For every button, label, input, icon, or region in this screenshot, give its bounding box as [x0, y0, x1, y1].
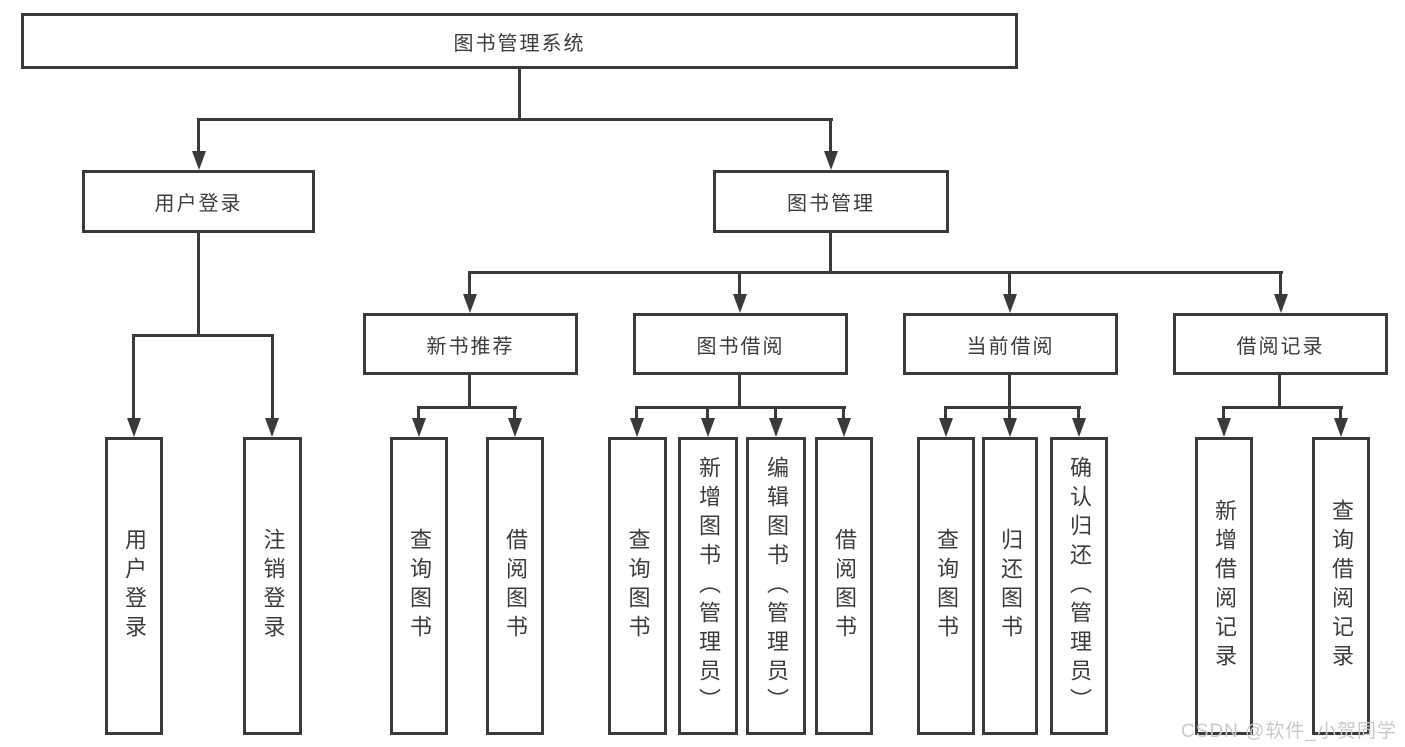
arrow-down-icon	[1003, 418, 1017, 437]
node-library-system: 图书管理系统	[21, 13, 1018, 69]
connector-line-v	[132, 334, 135, 420]
connector-line-v	[1279, 271, 1282, 296]
leaf-label: 确认归还（管理员）	[1067, 455, 1092, 717]
watermark: CSDN @软件_小贺同学	[1181, 721, 1397, 742]
node-book-borrowing: 图书借阅	[633, 313, 848, 375]
leaf-label: 查询图书	[407, 528, 432, 644]
leaf-label: 查询借阅记录	[1329, 499, 1354, 673]
leaf-borrow-borrow-books: 借阅图书	[815, 437, 873, 735]
arrow-down-icon	[769, 418, 783, 437]
arrow-down-icon	[1217, 418, 1231, 437]
node-user-login: 用户登录	[82, 170, 315, 233]
connector-line-h	[197, 118, 833, 121]
arrow-down-icon	[1334, 418, 1348, 437]
connector-line-v	[513, 406, 516, 421]
connector-line-v	[774, 406, 777, 421]
arrow-down-icon	[412, 418, 426, 437]
leaf-logout: 注销登录	[243, 437, 302, 735]
connector-line-v	[271, 334, 274, 420]
arrow-down-icon	[939, 418, 953, 437]
leaf-label: 新增借阅记录	[1212, 499, 1237, 673]
connector-line-v	[1339, 406, 1342, 421]
node-current-borrowing-label: 当前借阅	[966, 335, 1055, 358]
arrow-down-icon	[1072, 418, 1086, 437]
leaf-label: 借阅图书	[503, 528, 528, 644]
arrow-down-icon	[824, 151, 838, 170]
arrow-down-icon	[630, 418, 644, 437]
connector-line-h	[944, 406, 1081, 409]
leaf-current-return-books: 归还图书	[982, 437, 1038, 735]
connector-line-v	[197, 233, 200, 336]
node-library-system-label: 图书管理系统	[453, 32, 586, 55]
connector-line-v	[1008, 406, 1011, 421]
leaf-label: 用户登录	[122, 528, 147, 644]
node-book-management-label: 图书管理	[787, 193, 875, 215]
connector-line-v	[829, 118, 832, 153]
arrow-down-icon	[265, 418, 279, 437]
leaf-label: 借阅图书	[832, 528, 857, 644]
connector-line-v	[738, 375, 741, 408]
arrow-down-icon	[701, 418, 715, 437]
arrow-down-icon	[192, 151, 206, 170]
connector-line-v	[829, 233, 832, 274]
arrow-down-icon	[127, 418, 141, 437]
connector-line-h	[468, 271, 1283, 274]
connector-line-h	[132, 334, 274, 337]
node-borrowing-records-label: 借阅记录	[1236, 335, 1325, 358]
leaf-label: 查询图书	[625, 528, 651, 644]
leaf-records-query-record: 查询借阅记录	[1312, 437, 1370, 735]
node-borrowing-records: 借阅记录	[1173, 313, 1388, 375]
connector-line-v	[842, 406, 845, 421]
leaf-borrow-query-books: 查询图书	[608, 437, 667, 735]
connector-line-v	[635, 406, 638, 421]
leaf-current-confirm-return-admin: 确认归还（管理员）	[1050, 437, 1108, 735]
leaf-label: 编辑图书（管理员）	[764, 455, 789, 717]
leaf-records-add-record: 新增借阅记录	[1195, 437, 1253, 735]
arrow-down-icon	[508, 418, 522, 437]
node-book-borrowing-label: 图书借阅	[696, 335, 785, 358]
connector-line-v	[1222, 406, 1225, 421]
node-current-borrowing: 当前借阅	[903, 313, 1118, 375]
leaf-label: 注销登录	[260, 528, 286, 644]
connector-line-v	[468, 375, 471, 408]
connector-line-h	[417, 406, 517, 409]
connector-line-v	[468, 271, 471, 296]
node-book-management: 图书管理	[713, 170, 949, 233]
connector-line-v	[1278, 375, 1281, 408]
arrow-down-icon	[1274, 294, 1288, 313]
leaf-borrow-edit-books-admin: 编辑图书（管理员）	[746, 437, 806, 735]
leaf-label: 归还图书	[998, 528, 1023, 644]
connector-line-v	[738, 271, 741, 296]
arrow-down-icon	[837, 418, 851, 437]
arrow-down-icon	[463, 294, 477, 313]
connector-line-v	[417, 406, 420, 421]
connector-line-v	[518, 68, 521, 120]
connector-line-v	[1008, 271, 1011, 296]
node-new-book-recommend-label: 新书推荐	[426, 335, 515, 358]
node-new-book-recommend: 新书推荐	[363, 313, 578, 375]
connector-line-h	[1222, 406, 1343, 409]
arrow-down-icon	[1003, 294, 1017, 313]
leaf-rec-borrow-books: 借阅图书	[486, 437, 544, 735]
connector-line-h	[635, 406, 846, 409]
leaf-current-query-books: 查询图书	[917, 437, 975, 735]
leaf-user-login: 用户登录	[105, 437, 163, 735]
connector-line-v	[944, 406, 947, 421]
node-user-login-label: 用户登录	[154, 193, 243, 215]
connector-line-v	[1077, 406, 1080, 421]
arrow-down-icon	[733, 294, 747, 313]
leaf-label: 新增图书（管理员）	[696, 455, 721, 717]
leaf-label: 查询图书	[934, 528, 959, 644]
leaf-rec-query-books: 查询图书	[390, 437, 448, 735]
connector-line-v	[197, 118, 200, 153]
connector-line-v	[1008, 375, 1011, 408]
connector-line-v	[706, 406, 709, 421]
leaf-borrow-add-books-admin: 新增图书（管理员）	[678, 437, 738, 735]
